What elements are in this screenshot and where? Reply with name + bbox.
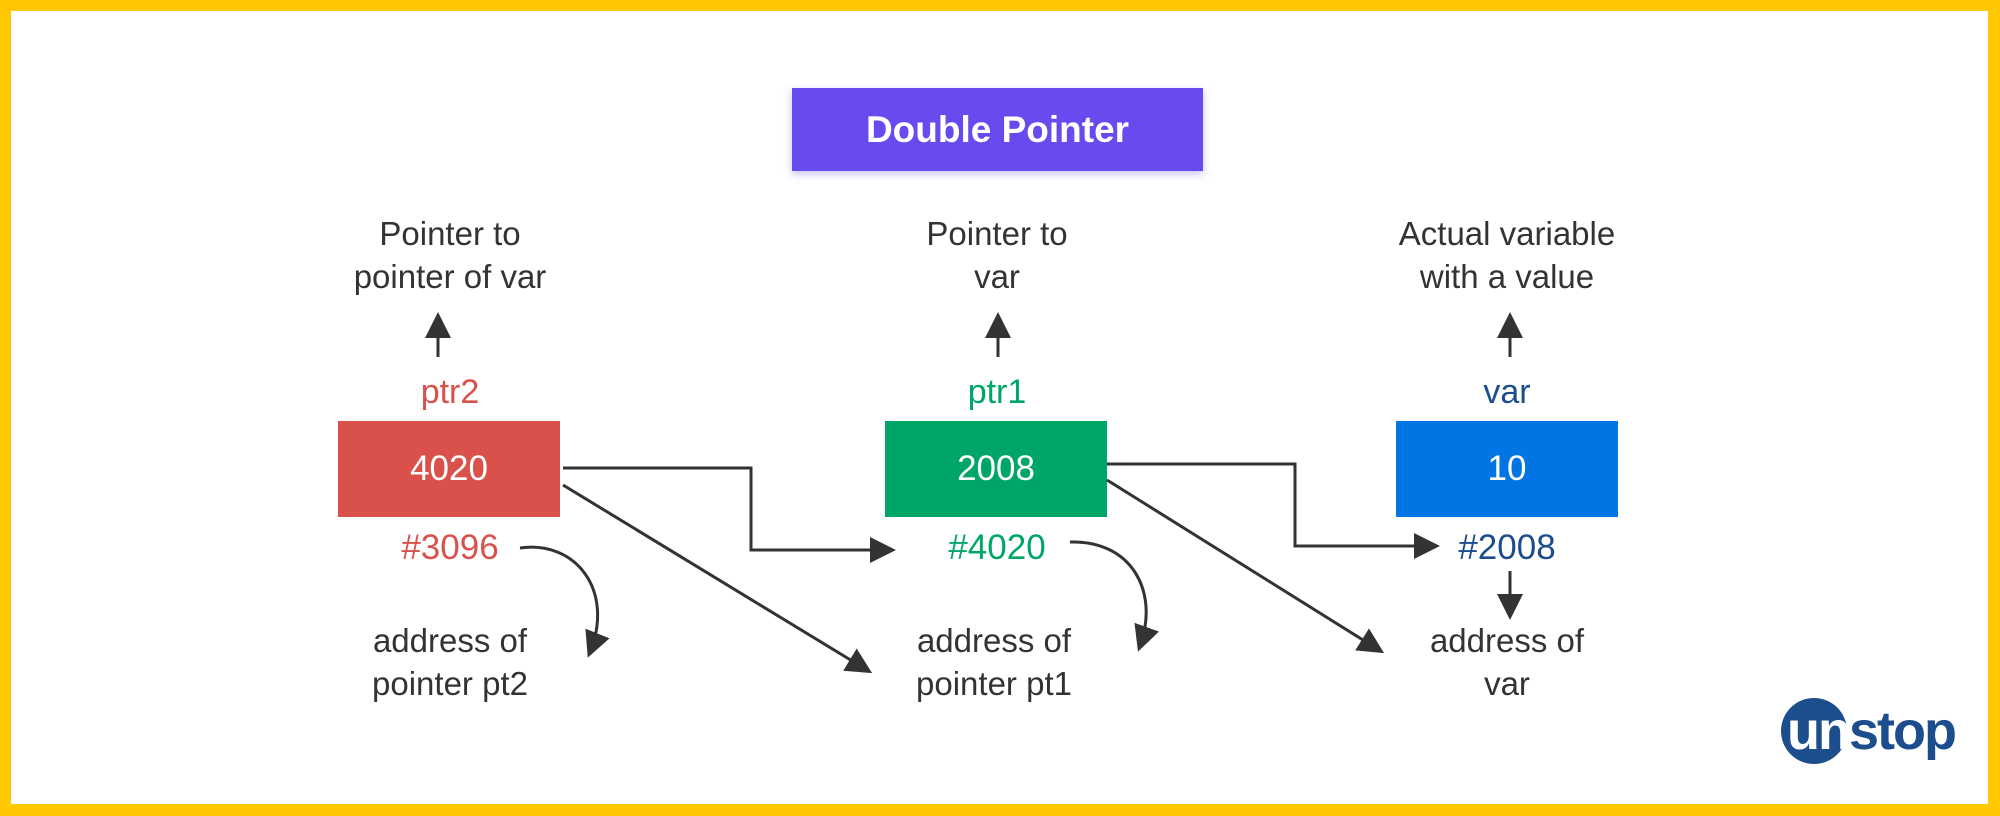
logo-circle <box>1781 698 1847 764</box>
ptr2-value-box: 4020 <box>338 421 560 517</box>
var-name-label: var <box>1483 373 1531 411</box>
logo-text-un: un <box>1787 701 1851 761</box>
ptr2-to-ptr1-address-arrow <box>563 466 896 563</box>
ptr1-to-var-address-arrow <box>1107 462 1440 559</box>
ptr1-address-description: address of pointer pt1 <box>916 622 1072 702</box>
diagram-title: Double Pointer <box>792 88 1203 171</box>
var-address-description: address of var <box>1429 622 1585 702</box>
ptr1-value-box: 2008 <box>885 421 1107 517</box>
ptr2-address-description: address of pointer pt2 <box>372 622 528 702</box>
ptr2-address-curve-arrow <box>519 545 610 658</box>
ptr1-description: Pointer to var <box>926 215 1068 295</box>
ptr1-address-curve-arrow <box>1069 540 1159 652</box>
ptr2-diagonal-arrow <box>562 483 873 674</box>
var-value-box: 10 <box>1396 421 1618 517</box>
ptr1-address: #4020 <box>948 528 1046 567</box>
ptr2-address: #3096 <box>401 528 499 567</box>
ptr1-diagonal-arrow <box>1106 478 1385 654</box>
ptr2-description: Pointer to pointer of var <box>353 215 547 295</box>
unstop-logo: unstop <box>1781 698 1957 768</box>
ptr2-name-label: ptr2 <box>420 373 480 411</box>
logo-text: unstop <box>1787 701 1957 761</box>
ptr1-name-label: ptr1 <box>967 373 1027 411</box>
var-address: #2008 <box>1458 528 1556 567</box>
logo-text-stop: stop <box>1848 701 1957 761</box>
var-description: Actual variable with a value <box>1398 215 1616 295</box>
